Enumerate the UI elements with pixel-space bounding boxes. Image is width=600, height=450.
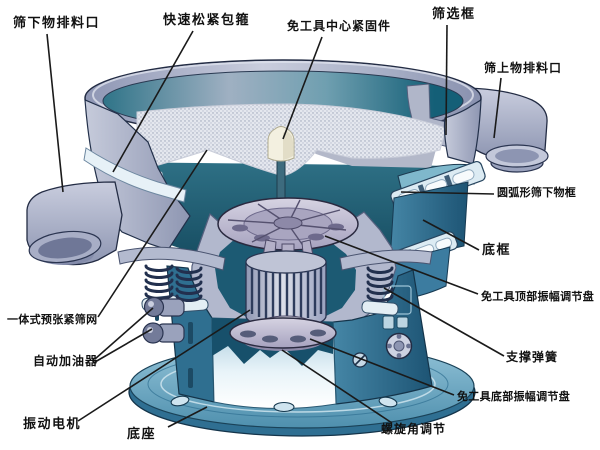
label-under-screen-discharge-outlet: 筛下物排料口	[13, 16, 101, 31]
top-eccentric-disc	[217, 197, 359, 251]
label-over-screen-discharge-outlet: 筛上物排料口	[484, 61, 563, 75]
leader-lines	[46, 24, 505, 428]
label-bottom-frame: 底框	[482, 243, 512, 258]
label-vibration-motor: 振动电机	[23, 417, 82, 432]
label-support-spring: 支撑弹簧	[506, 350, 559, 364]
label-helix-angle-adjust: 螺旋角调节	[381, 422, 447, 436]
helix-adjust-handwheel	[385, 332, 413, 360]
bowl-right-wall	[443, 98, 482, 165]
bottom-eccentric-disc	[229, 317, 337, 351]
label-tool-free-center-fastener: 免工具中心紧固件	[287, 19, 392, 33]
grease-nipple-upper	[143, 296, 185, 318]
spring-right	[361, 266, 399, 316]
label-base: 底座	[127, 427, 157, 442]
label-arc-under-screen-frame: 圆弧形筛下物框	[497, 186, 577, 199]
under-screen-spout	[26, 181, 123, 266]
vibration-motor-assembly	[217, 197, 359, 351]
label-tool-free-top-amplitude-dial: 免工具顶部振幅调节盘	[481, 290, 594, 303]
label-screening-frame: 筛选框	[432, 7, 476, 22]
label-automatic-oiler: 自动加油器	[33, 354, 99, 368]
flange-bolt-holes	[170, 395, 398, 413]
grease-nipples	[142, 296, 185, 344]
grease-nipple-lower	[142, 322, 185, 344]
label-tool-free-bottom-amplitude-dial: 免工具底部振幅调节盘	[457, 390, 570, 403]
motor-body	[245, 250, 327, 329]
quick-clamp-band	[83, 147, 187, 203]
spring-brackets	[117, 246, 433, 271]
label-quick-release-clamp: 快速松紧包箍	[163, 13, 251, 28]
label-integrated-pretension-mesh: 一体式预张紧筛网	[7, 313, 98, 326]
